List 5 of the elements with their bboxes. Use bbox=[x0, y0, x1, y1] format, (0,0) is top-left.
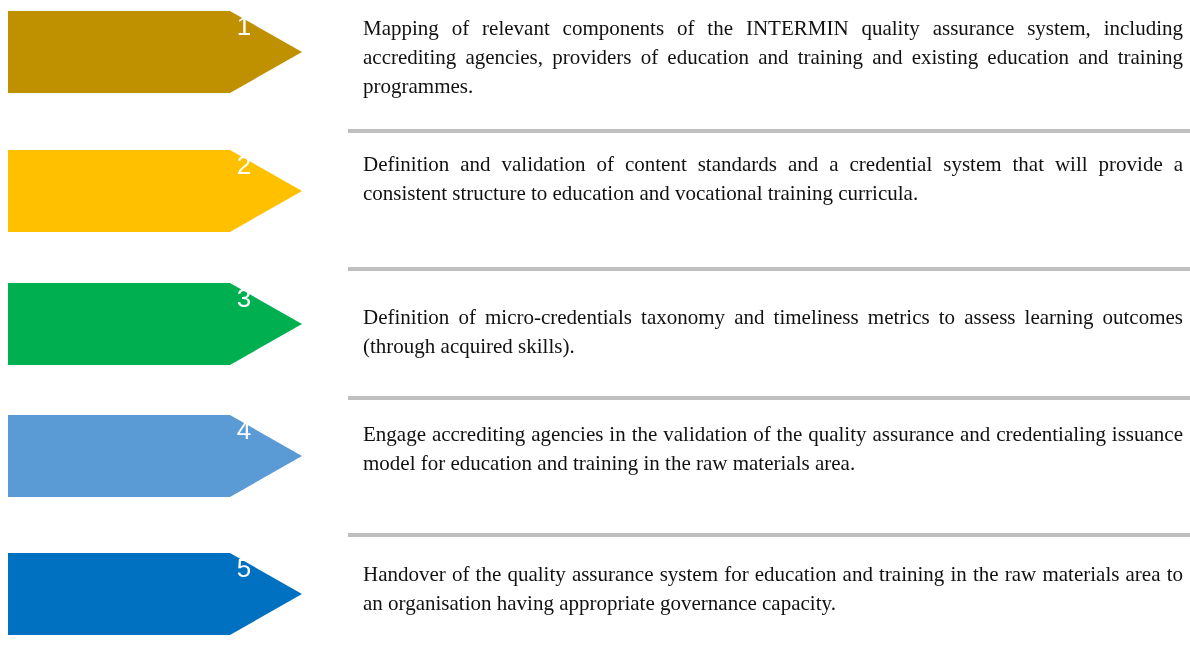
step-description: Definition and validation of content standards and a credential system that will provide a consistent structure to education and vocational training curricula. bbox=[363, 151, 1183, 207]
step-description: Mapping of relevant components of the INTERMIN quality assurance system, including accrediting agencies, providers of education and training and existing education and training programmes. bbox=[363, 15, 1183, 100]
step-description: Handover of the quality assurance system for education and training in the raw materials area to an organisation having appropriate governance capacity. bbox=[363, 561, 1183, 617]
step-description: Engage accrediting agencies in the validation of the quality assurance and credentialing issuance model for education and training in the raw materials area. bbox=[363, 421, 1183, 477]
step-description: Definition of micro-credentials taxonomy and timeliness metrics to assess learning outcomes (through acquired skills). bbox=[363, 304, 1183, 360]
